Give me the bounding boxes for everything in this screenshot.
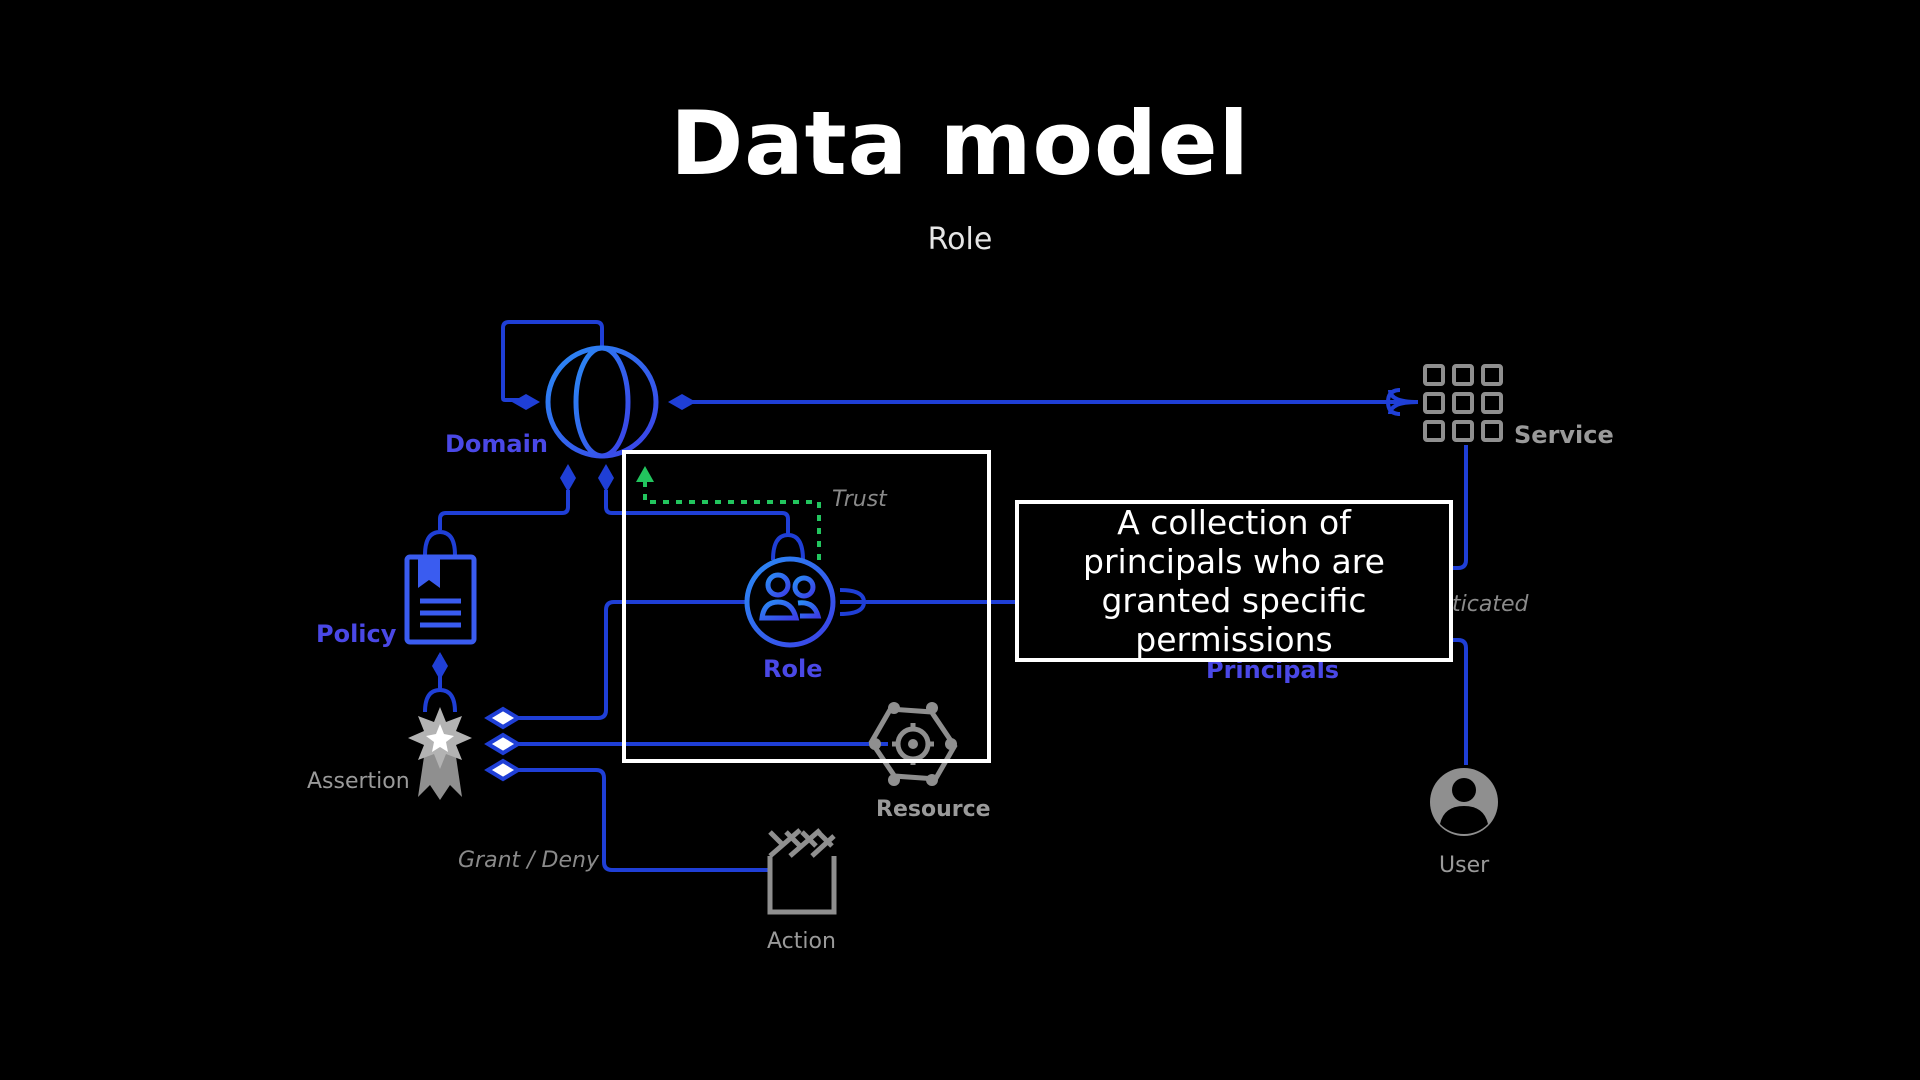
domain-label: Domain [445,430,548,458]
resource-gear-icon [868,702,958,786]
domain-policy-line [438,490,570,530]
role-label: Role [763,655,823,683]
definition-callout: A collection of principals who are grant… [1015,500,1453,662]
role-highlight-box [622,450,991,763]
service-grid-icon [1423,364,1503,442]
assertion-role-line [515,600,748,720]
trust-arrow [636,466,821,560]
domain-role-line [604,490,790,535]
principals-user-line [1440,638,1468,765]
slide-title: Data model [670,92,1250,195]
diamond-markers [432,394,696,680]
diamond-domain-bottom-right [598,464,614,492]
service-label: Service [1514,421,1614,449]
assertion-hollow-diamonds [484,706,522,782]
role-group-icon [744,556,836,648]
policy-document-icon [404,554,477,645]
globe-icon [545,345,659,459]
assertion-badge-icon [408,707,472,800]
slide-subtitle: Role [927,222,993,257]
resource-label: Resource [876,797,991,822]
diamond-domain-left [512,394,540,410]
action-label: Action [767,929,836,954]
diamond-domain-right [668,394,696,410]
assertion-label: Assertion [307,769,410,794]
action-clapper-icon [767,828,837,915]
diamond-domain-bottom-left [560,464,576,492]
domain-self-loop [501,320,604,402]
assertion-action-line [515,768,768,872]
grant-deny-edge-label: Grant / Deny [458,848,599,873]
diamond-policy-bottom [432,652,448,680]
user-avatar-icon [1430,768,1498,836]
authenticated-edge-label: ticated [1452,592,1529,617]
user-label: User [1439,853,1490,878]
connector-lines [438,320,1468,872]
service-down-line [1440,445,1468,570]
policy-label: Policy [316,620,397,648]
trust-edge-label: Trust [832,487,887,512]
socket-connectors [423,388,1419,713]
callout-text: A collection of principals who are grant… [1083,503,1385,659]
